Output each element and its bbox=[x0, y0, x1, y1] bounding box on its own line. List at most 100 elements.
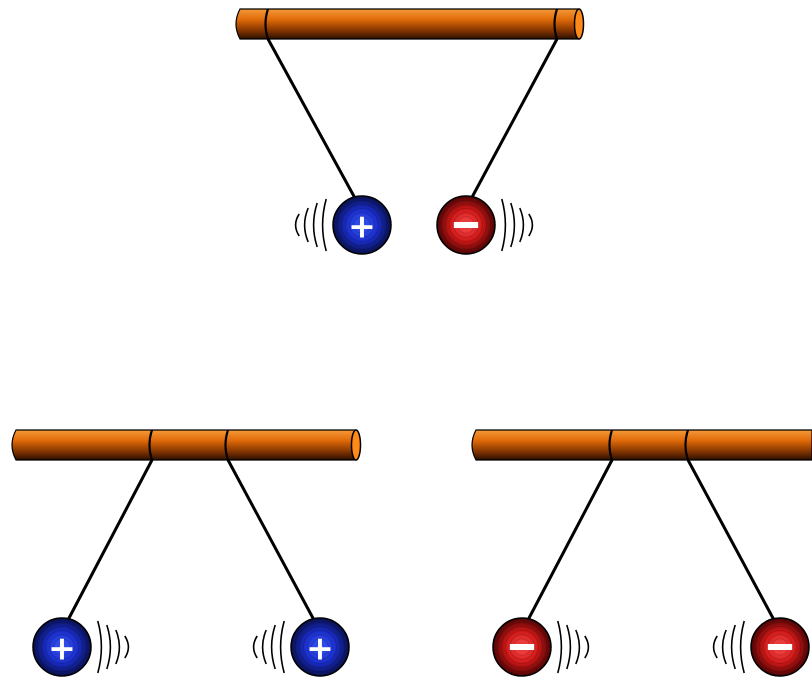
panel-attract-vibration-2 bbox=[501, 198, 534, 252]
panel-repel-negative-string-2 bbox=[686, 459, 776, 621]
panel-repel-positive-vibration-1-arc bbox=[115, 629, 121, 665]
panel-attract-ball-1-ring bbox=[349, 212, 375, 238]
panel-repel-positive-vibration-1 bbox=[97, 620, 130, 674]
panel-repel-negative-ball-2-ring bbox=[754, 621, 806, 673]
panel-attract-rod bbox=[235, 8, 580, 40]
panel-repel-positive-ball-2-ring bbox=[298, 625, 342, 669]
panel-repel-negative-vibration-1 bbox=[557, 620, 590, 674]
panel-repel-negative-ball-1: − bbox=[492, 617, 552, 677]
panel-repel-negative-ball-2: − bbox=[750, 617, 810, 677]
panel-repel-negative-ball-1-charge-text: − bbox=[522, 646, 523, 648]
panel-repel-positive-ball-2-ring bbox=[315, 642, 325, 652]
panel-repel-positive-ball-1-ring bbox=[36, 621, 88, 673]
panel-attract-vibration-1-arc bbox=[321, 198, 327, 252]
panel-repel-positive-vibration-1-arc bbox=[97, 620, 103, 674]
panel-attract-ball-1-ring bbox=[340, 203, 384, 247]
panel-attract-knot-1 bbox=[264, 8, 270, 40]
panel-repel-negative-vibration-1-arc bbox=[584, 635, 590, 659]
panel-repel-positive-ball-2-ring bbox=[311, 638, 329, 656]
panel-attract-vibration-1-arc bbox=[294, 213, 300, 237]
panel-attract-ball-2-charge-text: − bbox=[466, 224, 467, 226]
panel-attract-ball-2-ring bbox=[444, 203, 488, 247]
panel-repel-positive-vibration-2-arc bbox=[279, 620, 285, 674]
panel-attract-ball-1-ring bbox=[345, 208, 379, 242]
panel-repel-negative-ball-1-ring bbox=[509, 634, 535, 660]
panel-attract-string-2 bbox=[468, 38, 559, 202]
panel-repel-positive-rod-end bbox=[350, 429, 362, 461]
panel-repel-positive-vibration-2-arc bbox=[252, 635, 258, 659]
panel-repel-negative-vibration-2-arc bbox=[730, 624, 736, 670]
panel-repel-positive-vibration-1-arc bbox=[106, 624, 112, 670]
panel-repel-positive-ball-1-body bbox=[32, 617, 92, 677]
panel-attract-ball-1-ring bbox=[353, 216, 371, 234]
panel-attract-ball-1-ring bbox=[336, 199, 388, 251]
panel-repel-negative-knot-1 bbox=[608, 429, 614, 461]
panel-repel-positive-vibration-1-arc bbox=[124, 635, 130, 659]
panel-attract-vibration-2-arc bbox=[528, 213, 534, 237]
panel-repel-positive-ball-1: + bbox=[32, 617, 92, 677]
panel-repel-negative-ball-2-ring bbox=[758, 625, 802, 669]
panel-repel-positive-vibration-2-arc bbox=[261, 629, 267, 665]
panel-repel-negative-ball-1-ring bbox=[496, 621, 548, 673]
panel-attract-ball-2-ring bbox=[440, 199, 492, 251]
panel-attract-ball-2-ring bbox=[449, 208, 483, 242]
panel-repel-negative: −− bbox=[471, 429, 812, 677]
panel-repel-positive-vibration-2 bbox=[252, 620, 285, 674]
panel-repel-negative-vibration-2 bbox=[712, 620, 745, 674]
panel-attract-knot-2 bbox=[553, 8, 559, 40]
panel-repel-positive-ball-2-ring bbox=[294, 621, 346, 673]
panel-repel-negative-string-1 bbox=[526, 459, 614, 621]
panel-repel-positive-ball-2-ring bbox=[307, 634, 333, 660]
panel-repel-positive-ball-2: + bbox=[290, 617, 350, 677]
panel-repel-negative-vibration-2-arc bbox=[721, 629, 727, 665]
panel-attract-ball-1-body bbox=[332, 195, 392, 255]
panel-attract-ball-2-ring bbox=[453, 212, 479, 238]
panel-repel-positive-ball-2-charge-sign: + bbox=[306, 629, 334, 668]
panel-repel-positive-ball-1-charge-sign: + bbox=[48, 629, 76, 668]
panel-attract-vibration-2-arc bbox=[501, 198, 507, 252]
panel-attract-vibration-1-arc bbox=[312, 202, 318, 248]
panel-attract-rod-end bbox=[573, 8, 585, 40]
panel-repel-negative-rod bbox=[471, 429, 812, 461]
panel-attract-vibration-1-arc bbox=[303, 207, 309, 243]
panel-attract-ball-2: − bbox=[436, 195, 496, 255]
panel-repel-positive-ball-1-ring bbox=[45, 630, 79, 664]
panel-repel-negative-ball-2-ring bbox=[767, 634, 793, 660]
panel-repel-negative-ball-1-ring bbox=[505, 630, 539, 664]
panel-attract-vibration-2-arc bbox=[510, 202, 516, 248]
panel-repel-positive-ball-2-body bbox=[290, 617, 350, 677]
panel-repel-positive-string-1 bbox=[66, 459, 154, 621]
panel-repel-negative-vibration-1-arc bbox=[557, 620, 563, 674]
panel-repel-positive-string-2 bbox=[226, 459, 316, 621]
panel-attract-ball-1-ring bbox=[357, 220, 367, 230]
panel-repel-positive-vibration-2-arc bbox=[270, 624, 276, 670]
panel-attract-vibration-2-arc bbox=[519, 207, 525, 243]
panel-repel-positive-ball-1-ring bbox=[57, 642, 67, 652]
panel-attract-ball-1: + bbox=[332, 195, 392, 255]
panel-attract-vibration-1 bbox=[294, 198, 327, 252]
panel-repel-negative-ball-1-charge-sign bbox=[509, 644, 535, 650]
panel-repel-positive-ball-2-ring bbox=[303, 630, 337, 664]
panel-repel-negative-vibration-1-arc bbox=[575, 629, 581, 665]
panel-repel-negative-ball-2-ring bbox=[763, 630, 797, 664]
panel-repel-positive-ball-1-ring bbox=[49, 634, 75, 660]
panel-repel-positive-rod bbox=[11, 429, 357, 461]
panel-repel-negative-vibration-2-arc bbox=[712, 635, 718, 659]
panel-repel-positive-knot-2 bbox=[224, 429, 230, 461]
panel-repel-negative-ball-1-ring bbox=[500, 625, 544, 669]
panel-repel-positive-ball-1-ring bbox=[53, 638, 71, 656]
panel-repel-negative-vibration-2-arc bbox=[739, 620, 745, 674]
panel-repel-negative-ball-2-charge-text: − bbox=[780, 646, 781, 648]
panel-attract-ball-1-charge-sign: + bbox=[348, 207, 376, 246]
panel-repel-positive: ++ bbox=[11, 429, 362, 677]
panel-repel-negative-vibration-1-arc bbox=[566, 624, 572, 670]
panel-repel-negative-knot-2 bbox=[684, 429, 690, 461]
panel-repel-positive-ball-1-ring bbox=[40, 625, 84, 669]
panel-repel-negative-ball-2-charge-sign bbox=[767, 644, 793, 650]
panel-attract-string-1 bbox=[266, 38, 358, 201]
panel-attract-ball-2-charge-sign bbox=[453, 222, 479, 228]
panel-attract: +− bbox=[235, 8, 585, 255]
panel-repel-positive-knot-1 bbox=[148, 429, 154, 461]
